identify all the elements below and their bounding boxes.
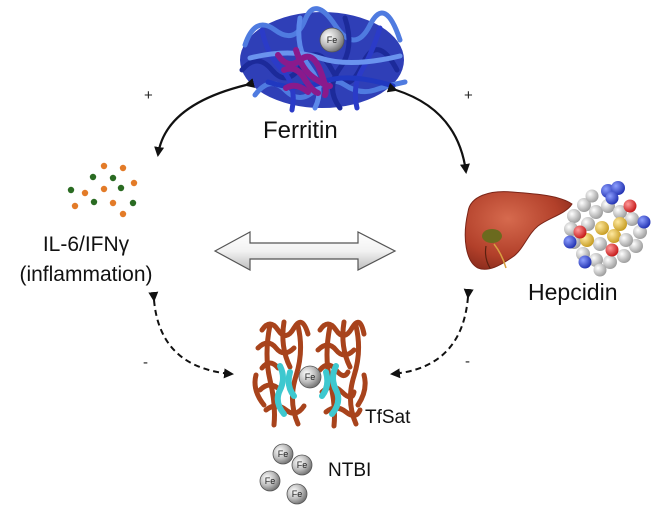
ntbi-label: NTBI <box>328 460 372 481</box>
cytokine-dots-icon <box>67 162 138 218</box>
ferritin-inflammation-arrow <box>154 78 255 157</box>
hepcidin-label: Hepcidin <box>528 279 618 305</box>
iron-ion-label: Fe <box>292 489 303 499</box>
inflammation-tfsat-arrow <box>148 291 234 379</box>
iron-ion-label: Fe <box>305 372 316 382</box>
tfsat-label: TfSat <box>365 407 411 428</box>
iron-ion-label: Fe <box>297 460 308 470</box>
negative-sign-right: - <box>465 353 470 370</box>
inflammation-text-label: (inflammation) <box>19 263 153 286</box>
liver-icon <box>464 191 573 270</box>
inflammation-cytokines-label: IL-6/IFNγ <box>42 233 130 256</box>
negative-sign-left: - <box>143 354 148 371</box>
inflammation-label: IL-6/IFNγ (inflammation) <box>2 230 170 290</box>
ferritin-hepcidin-arrow <box>386 82 470 174</box>
hepcidin-tfsat-arrow <box>390 288 474 379</box>
iron-ion-label: Fe <box>265 476 276 486</box>
positive-sign-right: + <box>464 87 473 104</box>
iron-ion-label: Fe <box>327 35 338 45</box>
hepcidin-molecule-icon <box>563 181 651 277</box>
bidirectional-arrow-icon <box>213 230 397 272</box>
positive-sign-left: + <box>144 87 153 104</box>
ferritin-label: Ferritin <box>263 117 338 144</box>
transferrin-protein-icon: Fe <box>252 319 368 429</box>
iron-ion-label: Fe <box>278 449 289 459</box>
ferritin-protein-icon: Fe <box>239 6 408 113</box>
ntbi-iron-ions-icon: Fe Fe Fe Fe <box>259 443 313 505</box>
